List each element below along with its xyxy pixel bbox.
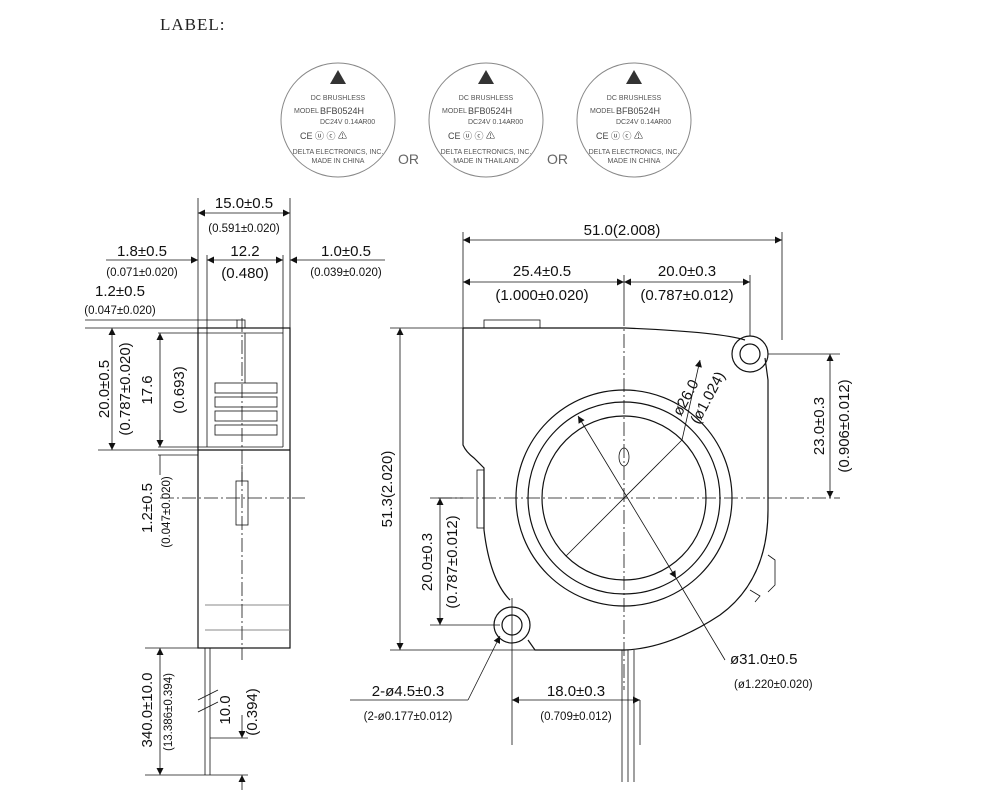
- dim-housing-diameter-in: (ø1.220±0.020): [734, 679, 813, 691]
- dim-top-tab-in: (0.047±0.020): [84, 305, 156, 317]
- product-label-3: DC BRUSHLESS MODEL BFB0524H DC24V 0.14A …: [576, 62, 692, 178]
- dim-inner-height: 17.6: [139, 375, 156, 404]
- dim-outlet-height-in: (0.787±0.020): [117, 342, 134, 435]
- label-ring-top: DELTA ELECTRONICS, INC.: [293, 149, 384, 156]
- dim-right-height-in: (0.906±0.012): [836, 379, 853, 472]
- delta-logo-icon: [330, 70, 346, 84]
- dim-left-width-in: (1.000±0.020): [495, 287, 588, 304]
- dim-lower-gap-in: (0.047±0.020): [161, 476, 173, 548]
- outlet-fin: [214, 410, 278, 422]
- dim-strip-length-in: (0.394): [244, 688, 261, 736]
- dim-middle-width: 12.2: [230, 243, 259, 260]
- product-label-2: DC BRUSHLESS MODEL BFB0524H DC24V 0.14A …: [428, 62, 544, 178]
- dim-right-offset: 1.0±0.5: [321, 243, 371, 260]
- label-suffix: -R00: [360, 119, 375, 126]
- label-line1: DC BRUSHLESS: [607, 95, 662, 102]
- dim-right-height: 23.0±0.3: [811, 397, 828, 455]
- dim-left-offset: 1.8±0.5: [117, 243, 167, 260]
- dim-left-width: 25.4±0.5: [513, 263, 571, 280]
- label-rating: DC24V 0.14A: [320, 119, 363, 126]
- dim-outlet-height: 20.0±0.5: [96, 360, 113, 418]
- label-ring-bottom: MADE IN CHINA: [312, 158, 365, 165]
- dim-left-height-in: (0.787±0.012): [444, 515, 461, 608]
- label-model-tag: MODEL: [590, 108, 615, 115]
- label-ring-top: DELTA ELECTRONICS, INC.: [441, 149, 532, 156]
- label-model: BFB0524H: [320, 106, 364, 116]
- dim-right-width: 20.0±0.3: [658, 263, 716, 280]
- dim-left-offset-in: (0.071±0.020): [106, 267, 178, 279]
- outlet-fin: [214, 396, 278, 408]
- dim-strip-length: 10.0: [217, 695, 234, 724]
- label-line1: DC BRUSHLESS: [459, 95, 514, 102]
- dim-top-tab: 1.2±0.5: [95, 283, 145, 300]
- front-view: 51.0(2.008) 25.4±0.5 (1.000±0.020) 20.0±…: [350, 222, 853, 782]
- label-line1: DC BRUSHLESS: [311, 95, 366, 102]
- dim-inner-height-in: (0.693): [171, 366, 188, 414]
- label-rating: DC24V 0.14A: [616, 119, 659, 126]
- dim-housing-diameter: ø31.0±0.5: [730, 651, 797, 668]
- certification-marks-icon: CE ⓤ ⓒ ⚠: [596, 131, 643, 141]
- label-model-tag: MODEL: [294, 108, 319, 115]
- side-view: 15.0±0.5 (0.591±0.020) 1.8±0.5 (0.071±0.…: [84, 195, 385, 790]
- top-tab: [236, 319, 246, 329]
- label-model: BFB0524H: [468, 106, 512, 116]
- dim-overall-depth: 15.0±0.5: [215, 195, 273, 212]
- dim-bottom-width: 18.0±0.3: [547, 683, 605, 700]
- mounting-hole-top: [739, 343, 761, 365]
- product-label-1: DC BRUSHLESS MODEL BFB0524H DC24V 0.14A …: [280, 62, 396, 178]
- dim-lower-gap: 1.2±0.5: [139, 483, 156, 533]
- label-title: LABEL:: [160, 15, 226, 34]
- delta-logo-icon: [626, 70, 642, 84]
- label-rating: DC24V 0.14A: [468, 119, 511, 126]
- outlet-top-tab: [483, 319, 541, 329]
- side-view-body: [197, 327, 291, 649]
- outlet-fin: [214, 424, 278, 436]
- dim-hole-diameter: 2-ø4.5±0.3: [372, 683, 444, 700]
- dim-overall-height: 51.3(2.020): [379, 451, 396, 528]
- dim-overall-width: 51.0(2.008): [584, 222, 661, 239]
- label-ring-bottom: MADE IN THAILAND: [453, 158, 519, 165]
- dim-right-width-in: (0.787±0.012): [640, 287, 733, 304]
- delta-logo-icon: [478, 70, 494, 84]
- dim-overall-depth-in: (0.591±0.020): [208, 223, 280, 235]
- dim-right-offset-in: (0.039±0.020): [310, 267, 382, 279]
- mounting-ear-top: [731, 335, 769, 373]
- housing-outline: [462, 327, 769, 651]
- certification-marks-icon: CE ⓤ ⓒ ⚠: [448, 131, 495, 141]
- dim-lead-length-in: (13.386±0.394): [163, 673, 175, 751]
- dim-middle-width-in: (0.480): [221, 265, 269, 282]
- dim-left-height: 20.0±0.3: [419, 533, 436, 591]
- label-suffix: -R00: [508, 119, 523, 126]
- outlet-fin: [214, 382, 278, 394]
- or-text-1: OR: [398, 151, 419, 167]
- dim-hole-diameter-in: (2-ø0.177±0.012): [364, 711, 453, 723]
- label-ring-bottom: MADE IN CHINA: [608, 158, 661, 165]
- or-text-2: OR: [547, 151, 568, 167]
- label-model: BFB0524H: [616, 106, 660, 116]
- label-ring-top: DELTA ELECTRONICS, INC.: [589, 149, 680, 156]
- dim-lead-length: 340.0±10.0: [139, 673, 156, 748]
- dim-bottom-width-in: (0.709±0.012): [540, 711, 612, 723]
- certification-marks-icon: CE ⓤ ⓒ ⚠: [300, 131, 347, 141]
- label-suffix: -R00: [656, 119, 671, 126]
- label-model-tag: MODEL: [442, 108, 467, 115]
